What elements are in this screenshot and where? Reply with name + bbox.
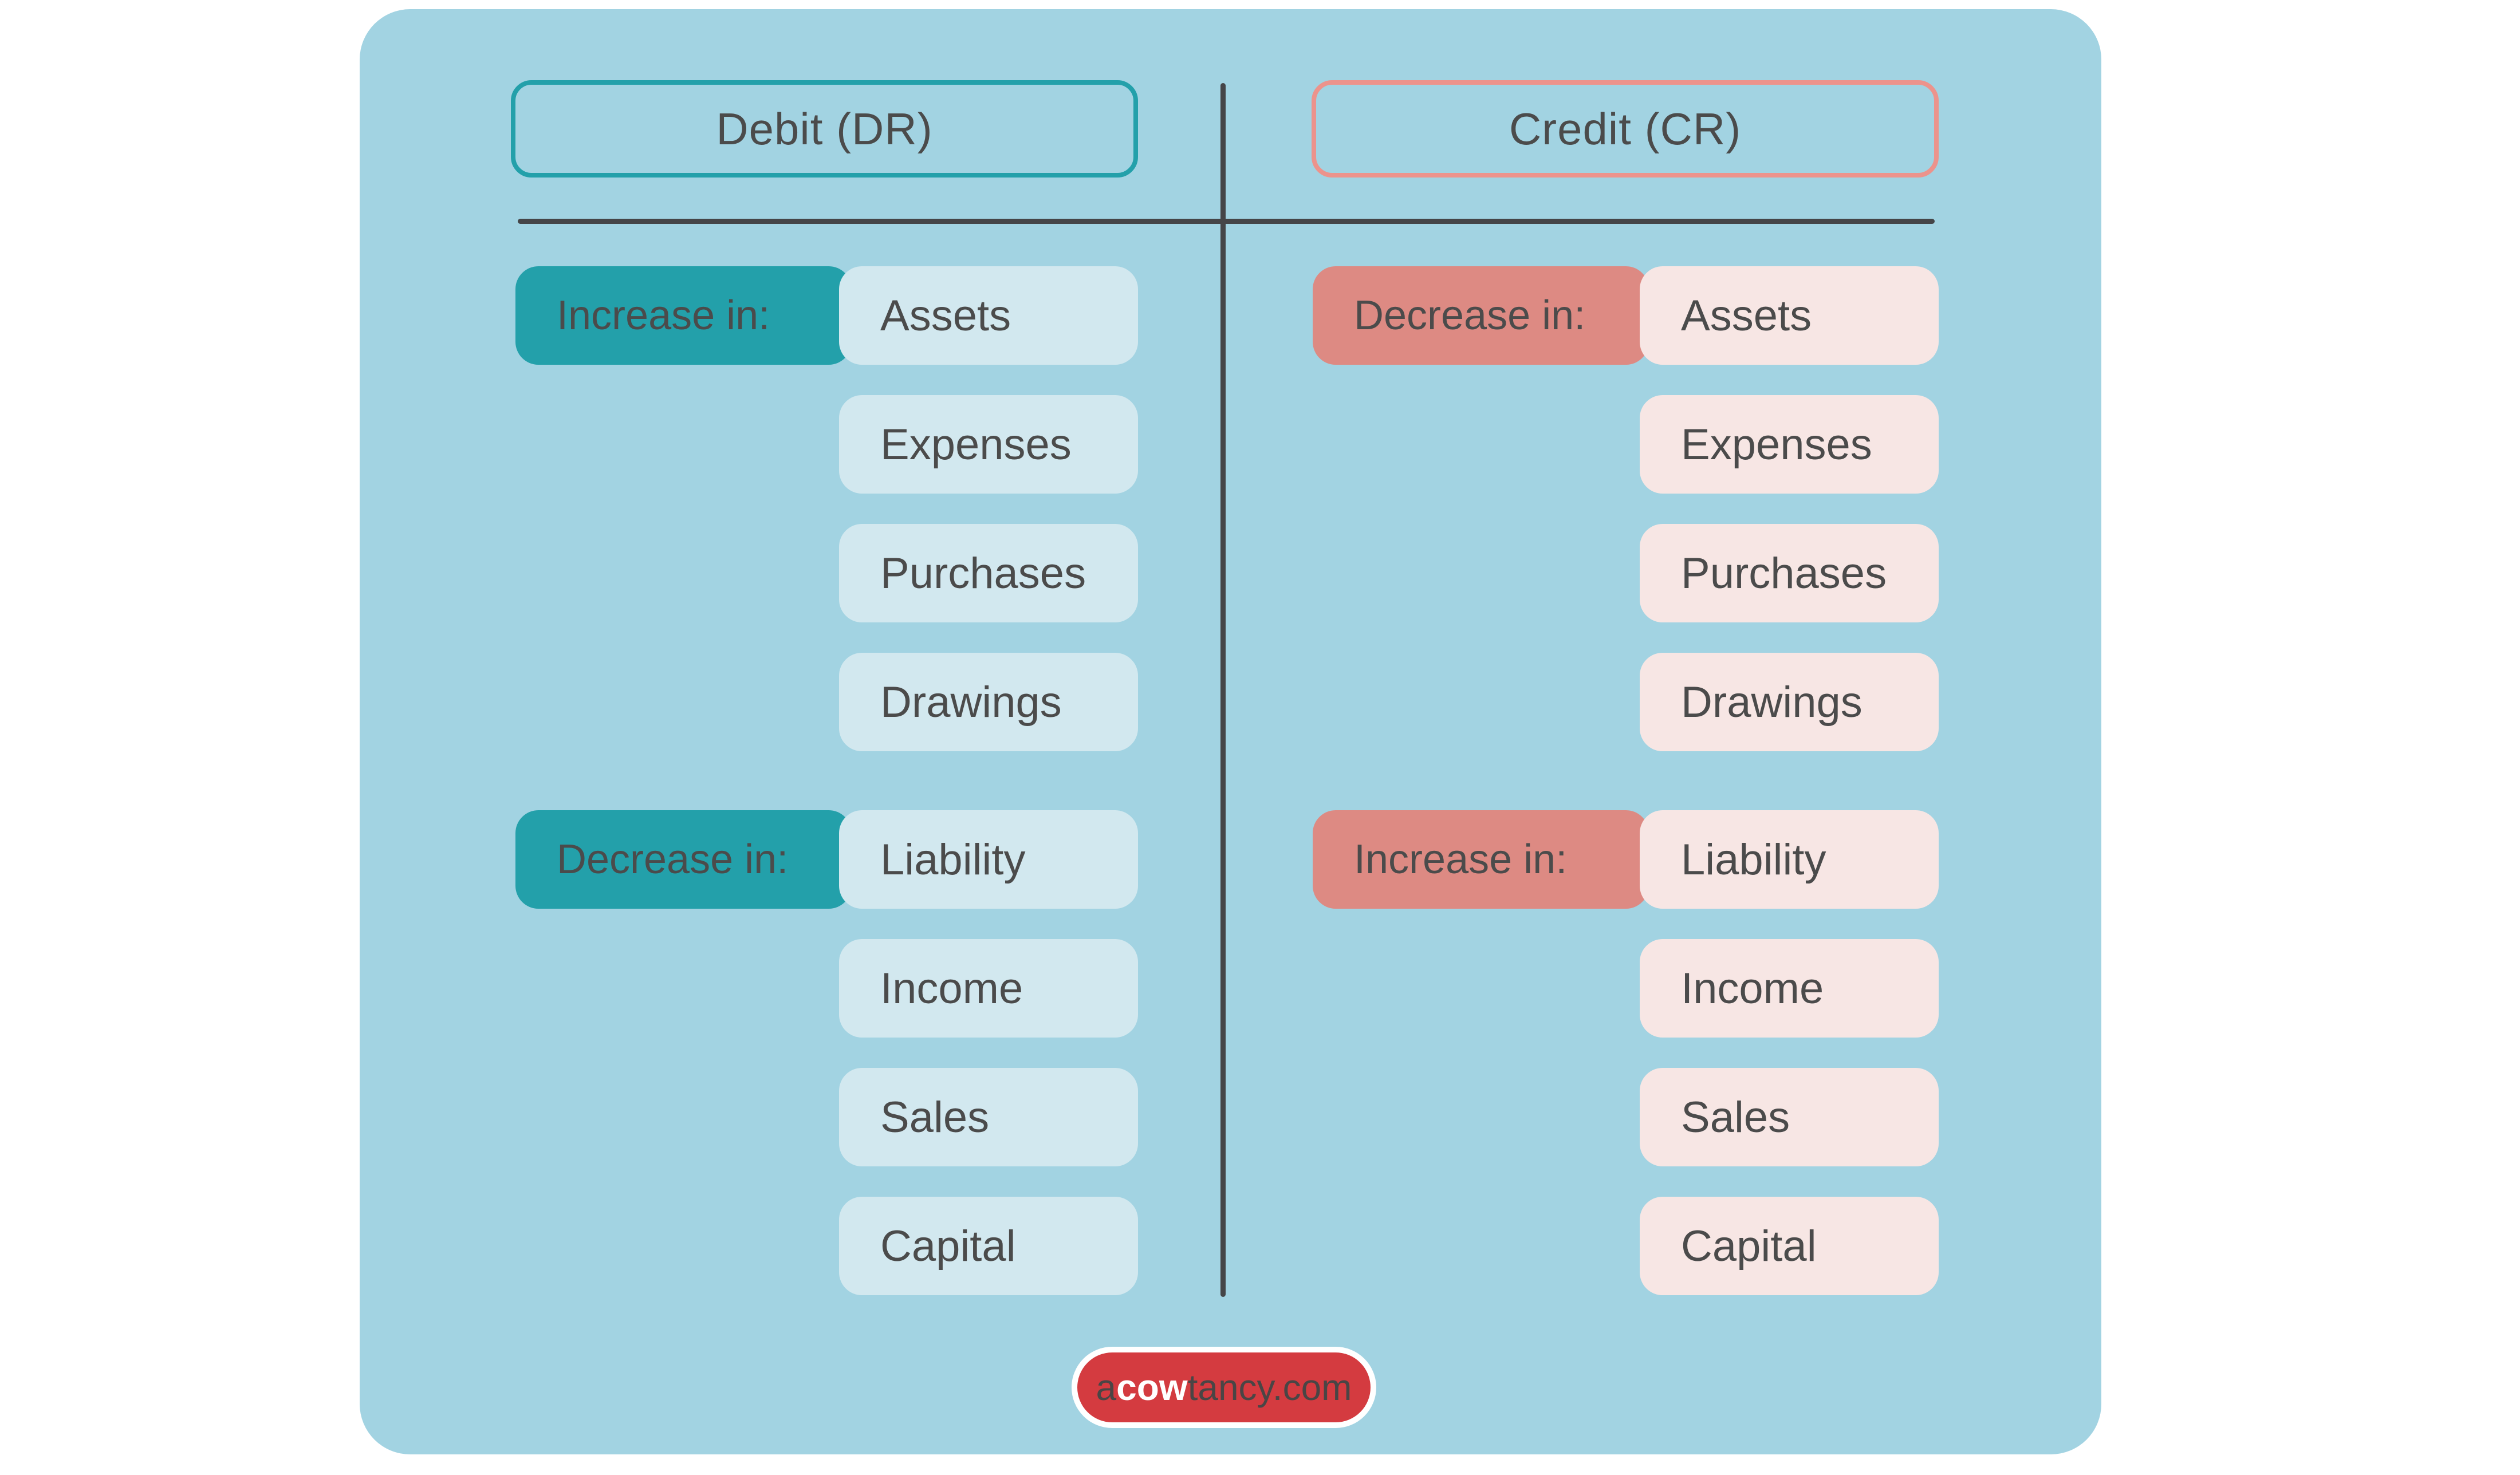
debit-decrease-label: Decrease in: (515, 810, 852, 909)
debit-item-expenses: Expenses (839, 395, 1138, 494)
column-divider (1220, 83, 1226, 1297)
main-panel: Debit (DR) Credit (CR) Increase in: Asse… (360, 9, 2101, 1454)
debit-item-sales: Sales (839, 1068, 1138, 1166)
credit-decrease-label: Decrease in: (1313, 266, 1649, 365)
debit-item-drawings: Drawings (839, 653, 1138, 751)
debit-header-label: Debit (DR) (716, 103, 933, 154)
credit-item-capital: Capital (1640, 1197, 1939, 1295)
brand-cow: cow (1116, 1367, 1188, 1408)
credit-item-sales: Sales (1640, 1068, 1939, 1166)
debit-item-income: Income (839, 939, 1138, 1038)
debit-increase-label: Increase in: (515, 266, 852, 365)
debit-header: Debit (DR) (511, 80, 1138, 178)
debit-item-capital: Capital (839, 1197, 1138, 1295)
credit-item-income: Income (1640, 939, 1939, 1038)
debit-item-liability: Liability (839, 810, 1138, 909)
credit-increase-label: Increase in: (1313, 810, 1649, 909)
credit-item-drawings: Drawings (1640, 653, 1939, 751)
brand-prefix: a (1096, 1367, 1117, 1408)
brand-suffix: tancy.com (1187, 1367, 1352, 1408)
header-underline (518, 219, 1935, 224)
credit-item-assets: Assets (1640, 266, 1939, 365)
credit-header: Credit (CR) (1312, 80, 1939, 178)
credit-header-label: Credit (CR) (1509, 103, 1742, 154)
credit-item-liability: Liability (1640, 810, 1939, 909)
credit-item-purchases: Purchases (1640, 524, 1939, 622)
debit-item-purchases: Purchases (839, 524, 1138, 622)
credit-item-expenses: Expenses (1640, 395, 1939, 494)
debit-item-assets: Assets (839, 266, 1138, 365)
